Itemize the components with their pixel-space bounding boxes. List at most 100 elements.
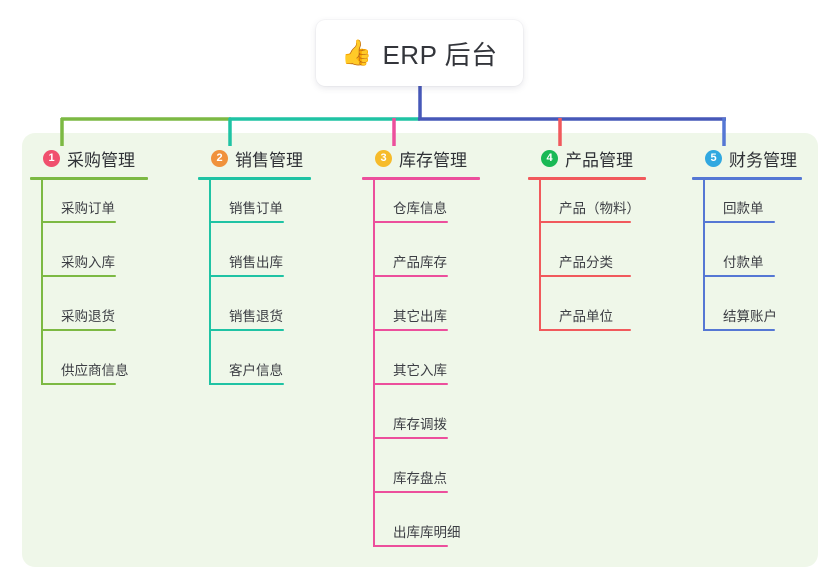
branch-item-underline bbox=[539, 275, 631, 277]
branch-item[interactable]: 库存盘点 bbox=[362, 450, 512, 504]
branch-item[interactable]: 结算账户 bbox=[692, 288, 832, 342]
branch-number-badge: 1 bbox=[43, 149, 60, 167]
branch-item[interactable]: 付款单 bbox=[692, 234, 832, 288]
branch-item-underline bbox=[703, 221, 775, 223]
branch-item-label: 销售订单 bbox=[229, 201, 283, 216]
branch-column-4: 4 产品管理产品（物料） 产品分类产品单位 bbox=[528, 145, 678, 342]
branch-underline bbox=[528, 177, 646, 180]
branch-item-underline bbox=[41, 383, 116, 385]
branch-item-label: 其它出库 bbox=[393, 309, 447, 324]
branch-spine bbox=[41, 180, 43, 385]
branch-item[interactable]: 采购订单 bbox=[30, 180, 180, 234]
branch-item-label: 采购入库 bbox=[61, 255, 115, 270]
branch-item[interactable]: 回款单 bbox=[692, 180, 832, 234]
branch-column-2: 2 销售管理销售订单销售出库销售退货客户信息 bbox=[198, 145, 343, 396]
branch-item-underline bbox=[209, 275, 284, 277]
branch-item[interactable]: 产品分类 bbox=[528, 234, 678, 288]
branch-item-underline bbox=[209, 383, 284, 385]
branch-header-5[interactable]: 5 财务管理 bbox=[692, 145, 832, 171]
branch-number-badge: 2 bbox=[211, 149, 228, 167]
diagram-background-panel bbox=[22, 133, 818, 567]
branch-title: 产品管理 bbox=[565, 150, 633, 170]
branch-number-badge: 5 bbox=[705, 149, 722, 167]
branch-item-underline bbox=[539, 329, 631, 331]
branch-title: 财务管理 bbox=[729, 150, 797, 170]
branch-underline bbox=[30, 177, 148, 180]
branch-item-label: 销售出库 bbox=[229, 255, 283, 270]
branch-item-label: 供应商信息 bbox=[61, 363, 129, 378]
branch-item[interactable]: 销售订单 bbox=[198, 180, 343, 234]
branch-item-label: 回款单 bbox=[723, 201, 764, 216]
branch-item-list: 采购订单采购入库采购退货供应商信息 bbox=[30, 180, 180, 396]
branch-item[interactable]: 其它入库 bbox=[362, 342, 512, 396]
branch-item-underline bbox=[539, 221, 631, 223]
branch-item-underline bbox=[41, 275, 116, 277]
branch-item-underline bbox=[373, 545, 448, 547]
branch-spine bbox=[539, 180, 541, 331]
root-title: ERP 后台 bbox=[382, 39, 498, 70]
branch-item-label: 采购订单 bbox=[61, 201, 115, 216]
branch-column-1: 1 采购管理采购订单采购入库采购退货供应商信息 bbox=[30, 145, 180, 396]
branch-item[interactable]: 产品（物料） bbox=[528, 180, 678, 234]
thumbs-up-icon: 👍 bbox=[341, 38, 373, 67]
branch-item[interactable]: 采购入库 bbox=[30, 234, 180, 288]
branch-item-label: 产品单位 bbox=[559, 309, 613, 324]
branch-item[interactable]: 其它出库 bbox=[362, 288, 512, 342]
branch-item-label: 库存调拨 bbox=[393, 417, 447, 432]
branch-item-label: 采购退货 bbox=[61, 309, 115, 324]
branch-item-label: 出库库明细 bbox=[393, 525, 461, 540]
branch-spine bbox=[209, 180, 211, 385]
branch-item[interactable]: 销售出库 bbox=[198, 234, 343, 288]
branch-item-label: 销售退货 bbox=[229, 309, 283, 324]
branch-item-underline bbox=[373, 491, 448, 493]
branch-item-label: 产品分类 bbox=[559, 255, 613, 270]
branch-item-label: 客户信息 bbox=[229, 363, 283, 378]
branch-item-label: 付款单 bbox=[723, 255, 764, 270]
branch-column-5: 5 财务管理回款单付款单结算账户 bbox=[692, 145, 832, 342]
branch-item-underline bbox=[373, 221, 448, 223]
branch-header-2[interactable]: 2 销售管理 bbox=[198, 145, 343, 171]
branch-item-list: 销售订单销售出库销售退货客户信息 bbox=[198, 180, 343, 396]
branch-item-label: 结算账户 bbox=[723, 309, 777, 324]
branch-item-list: 产品（物料） 产品分类产品单位 bbox=[528, 180, 678, 342]
branch-item-underline bbox=[373, 437, 448, 439]
branch-column-3: 3 库存管理仓库信息产品库存其它出库其它入库库存调拨库存盘点出库库明细 bbox=[362, 145, 512, 558]
branch-item-underline bbox=[373, 329, 448, 331]
branch-number-badge: 4 bbox=[541, 149, 558, 167]
branch-item-label: 库存盘点 bbox=[393, 471, 447, 486]
branch-item[interactable]: 出库库明细 bbox=[362, 504, 512, 558]
branch-item-underline bbox=[703, 329, 775, 331]
branch-header-3[interactable]: 3 库存管理 bbox=[362, 145, 512, 171]
branch-item[interactable]: 库存调拨 bbox=[362, 396, 512, 450]
branch-item[interactable]: 仓库信息 bbox=[362, 180, 512, 234]
branch-item[interactable]: 产品库存 bbox=[362, 234, 512, 288]
branch-item-underline bbox=[703, 275, 775, 277]
branch-header-4[interactable]: 4 产品管理 bbox=[528, 145, 678, 171]
branch-item[interactable]: 供应商信息 bbox=[30, 342, 180, 396]
branch-item-underline bbox=[209, 221, 284, 223]
branch-item-underline bbox=[41, 221, 116, 223]
branch-title: 库存管理 bbox=[399, 150, 467, 170]
branch-item[interactable]: 产品单位 bbox=[528, 288, 678, 342]
branch-title: 销售管理 bbox=[235, 150, 303, 170]
branch-spine bbox=[373, 180, 375, 547]
branch-header-1[interactable]: 1 采购管理 bbox=[30, 145, 180, 171]
branch-item[interactable]: 客户信息 bbox=[198, 342, 343, 396]
branch-item-label: 其它入库 bbox=[393, 363, 447, 378]
branch-item-list: 回款单付款单结算账户 bbox=[692, 180, 832, 342]
branch-underline bbox=[198, 177, 311, 180]
branch-item[interactable]: 销售退货 bbox=[198, 288, 343, 342]
branch-title: 采购管理 bbox=[67, 150, 135, 170]
branch-item-underline bbox=[373, 383, 448, 385]
branch-spine bbox=[703, 180, 705, 331]
branch-item-underline bbox=[41, 329, 116, 331]
branch-item-underline bbox=[373, 275, 448, 277]
branch-number-badge: 3 bbox=[375, 149, 392, 167]
branch-item-list: 仓库信息产品库存其它出库其它入库库存调拨库存盘点出库库明细 bbox=[362, 180, 512, 558]
root-node[interactable]: 👍 ERP 后台 bbox=[316, 20, 523, 86]
branch-item-underline bbox=[209, 329, 284, 331]
branch-item-label: 仓库信息 bbox=[393, 201, 447, 216]
branch-item[interactable]: 采购退货 bbox=[30, 288, 180, 342]
